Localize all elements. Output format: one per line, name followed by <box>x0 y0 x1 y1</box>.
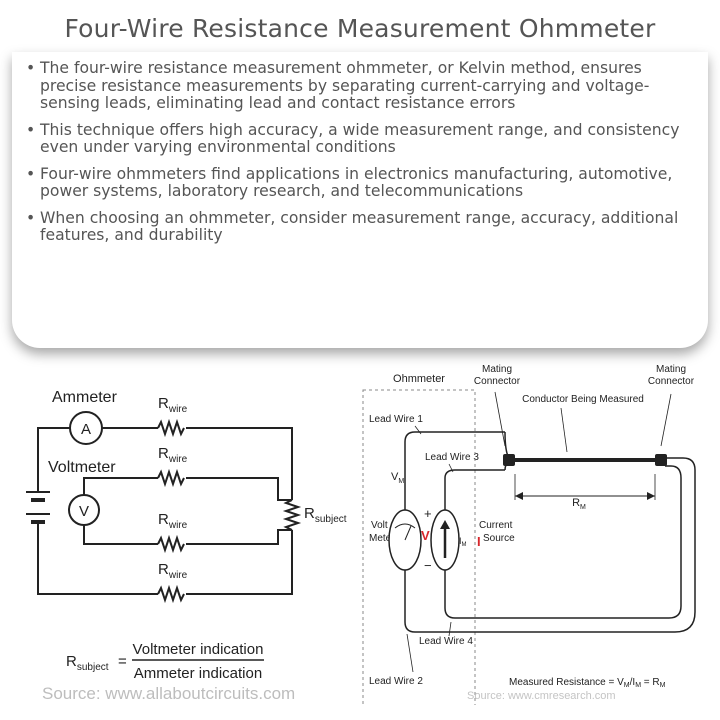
rsubject-label: R <box>304 505 315 522</box>
rwire-sub: wire <box>168 570 188 581</box>
rwire-resistor <box>157 534 185 554</box>
voltmeter-symbol <box>68 494 100 526</box>
current-arrow-icon <box>440 520 450 529</box>
im-label: I <box>459 536 462 546</box>
rwire-sub: wire <box>168 404 188 415</box>
rwire-resistor <box>157 418 185 438</box>
v-symbol: V <box>421 528 430 543</box>
left-source: Source: www.allaboutcircuits.com <box>42 684 296 703</box>
rwire-label: R <box>158 445 169 462</box>
svg-text:VM: VM <box>391 471 404 485</box>
label-line <box>406 633 414 673</box>
voltmeter-label: Voltmeter <box>48 459 116 476</box>
rm-label: R <box>572 497 580 509</box>
formula-lhs: R <box>66 653 77 670</box>
mating-connector-right-shape <box>655 454 667 466</box>
lead-wire-outer <box>404 431 505 510</box>
label-line <box>414 425 422 435</box>
label-line <box>560 407 568 453</box>
lead-wire-4: Lead Wire 4 <box>419 636 473 647</box>
rwire-label: R <box>158 511 169 528</box>
rsubject-resistor <box>282 499 302 531</box>
circuit-wire <box>37 427 70 452</box>
rwire-resistor <box>157 584 185 604</box>
plus-sign: + <box>424 506 432 521</box>
circuit-wire <box>37 532 158 595</box>
lead-wire-2: Lead Wire 2 <box>369 676 423 687</box>
im-sub: M <box>462 542 467 548</box>
circuit-wire <box>186 477 292 501</box>
svg-text:Rwire: Rwire <box>158 395 188 415</box>
svg-text:Rwire: Rwire <box>158 445 188 465</box>
label-line <box>660 393 672 447</box>
ammeter-letter: A <box>81 421 91 438</box>
svg-text:Rsubject: Rsubject <box>66 653 109 673</box>
arrow-right-icon <box>647 492 655 500</box>
lead-wire-inner <box>444 465 682 619</box>
current-source-label: Current <box>479 520 513 531</box>
vm-sub: M <box>398 478 404 485</box>
vm-label: V <box>391 471 399 483</box>
lead-wire-3: Lead Wire 3 <box>425 452 479 463</box>
circuit-wire <box>186 427 293 500</box>
rwire-sub: wire <box>168 454 188 465</box>
lead-wire-inner <box>444 469 505 510</box>
label-line <box>494 391 506 447</box>
mating-connector-left-shape <box>503 454 515 466</box>
bullet-list: The four-wire resistance measurement ohm… <box>12 52 708 245</box>
svg-text:IM: IM <box>459 536 467 548</box>
svg-text:Rwire: Rwire <box>158 511 188 531</box>
voltmeter-letter: V <box>79 503 89 520</box>
rwire-sub: wire <box>168 520 188 531</box>
bullet-item: When choosing an ohmmeter, consider meas… <box>26 209 696 245</box>
svg-text:Rsubject: Rsubject <box>304 505 347 525</box>
right-source: Source: www.cmresearch.com <box>467 690 616 702</box>
arrow-left-icon <box>515 492 523 500</box>
bullet-item: This technique offers high accuracy, a w… <box>26 121 696 157</box>
formula-lhs-sub: subject <box>77 662 109 673</box>
lead-wire-outer <box>404 457 696 633</box>
circuit-wire <box>186 529 292 545</box>
formula-equals: = <box>118 653 127 670</box>
rm-sub: M <box>580 504 586 511</box>
rwire-label: R <box>158 561 169 578</box>
two-wire-circuit-diagram: A V Ammeter Voltmeter Rwire Rwire Rwire … <box>26 389 347 682</box>
circuit-wire <box>83 477 158 495</box>
formula-numerator: Voltmeter indication <box>133 641 264 658</box>
svg-text:RM: RM <box>572 497 586 511</box>
bullet-card: The four-wire resistance measurement ohm… <box>12 52 708 348</box>
bullet-item: Four-wire ohmmeters find applications in… <box>26 165 696 201</box>
measured-label: Measured Resistance = V <box>509 677 624 688</box>
svg-text:Measured Resistance = VM/IM =: Measured Resistance = VM/IM = RM <box>509 677 666 689</box>
ammeter-symbol <box>69 411 103 445</box>
svg-text:Rwire: Rwire <box>158 561 188 581</box>
volt-meter-needle <box>394 523 416 529</box>
rwire-resistor <box>157 468 185 488</box>
circuit-wire <box>83 525 158 545</box>
ohmmeter-label: Ohmmeter <box>393 373 445 385</box>
conductor-label: Conductor Being Measured <box>522 394 644 405</box>
rsubject-sub: subject <box>315 514 347 525</box>
bullet-item: The four-wire resistance measurement ohm… <box>26 59 696 113</box>
formula-denominator: Ammeter indication <box>134 665 262 682</box>
circuit-wire <box>186 530 293 595</box>
label-line <box>448 463 454 473</box>
rwire-label: R <box>158 395 169 412</box>
ohmmeter-box <box>362 389 476 705</box>
ammeter-label: Ammeter <box>52 389 118 406</box>
lead-wire-1: Lead Wire 1 <box>369 414 423 425</box>
i-symbol: I <box>477 534 481 549</box>
minus-sign: − <box>424 558 432 573</box>
page-title: Four-Wire Resistance Measurement Ohmmete… <box>64 14 656 43</box>
label-line <box>448 621 452 637</box>
